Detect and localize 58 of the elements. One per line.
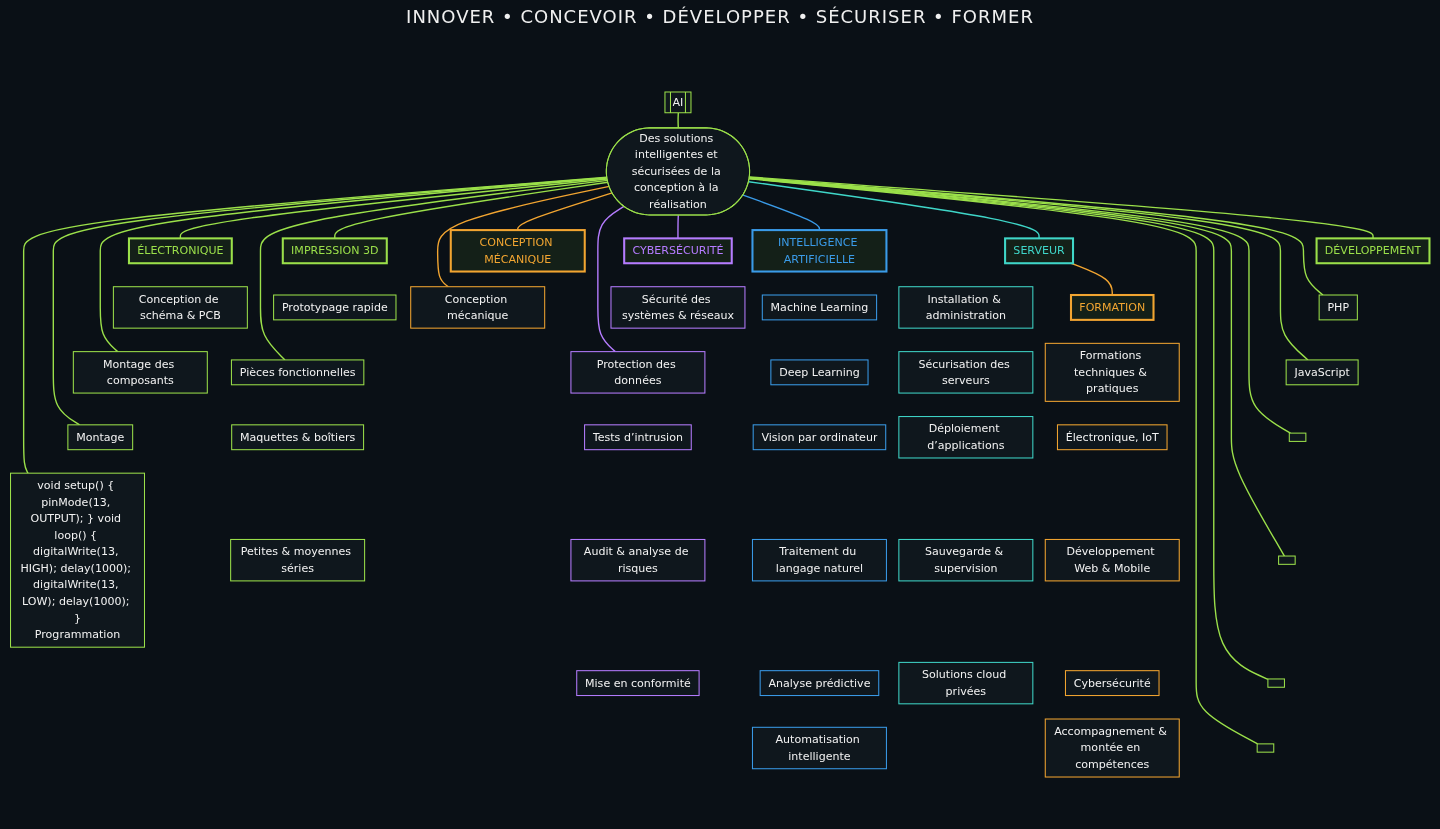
node-box [1256,743,1275,753]
connector [52,176,608,426]
node-box: Audit & analyse de risques [570,538,706,582]
node-box: Déploiement d’applications [898,416,1034,459]
node-box: Traitement du langage naturel [751,538,887,582]
node-box: Développement Web & Mobile [1044,538,1180,582]
node-box: Pièces fonctionnelles [230,359,365,386]
node-box: Machine Learning [761,294,878,321]
node-box: Mise en conformité [576,670,700,697]
connector [748,176,1324,296]
node-box: Protection des données [570,351,706,394]
connector [748,177,1286,557]
node-box [1267,678,1285,688]
node-box: CYBERSÉCURITÉ [623,237,733,265]
node-box [1288,432,1307,442]
node-box: Vision par ordinateur [752,424,887,451]
node-box: Sécurité des systèmes & réseaux [610,286,746,329]
node-box: Prototypage rapide [273,294,397,321]
node-box: Électronique, IoT [1056,424,1168,451]
connector [748,177,1309,361]
node-box: DÉVELOPPEMENT [1315,237,1431,265]
node-box: Conception mécanique [410,286,546,329]
node-box: void setup() { pinMode(13, OUTPUT); } void loop() { digitalWrite(13, HIGH); delay(1000); digitalWrite(13, LOW); delay(1000); } Programmation [10,472,145,648]
node-box: Formations techniques & pratiques [1044,342,1180,402]
connector [677,112,679,129]
node-box: Deep Learning [770,359,869,386]
node-box: Montage des composants [72,351,208,394]
node-box: FORMATION [1069,293,1155,321]
node-box [1278,555,1296,565]
connector [517,192,613,231]
node-box: Sécurisation des serveurs [898,351,1034,394]
node-box: INTELLIGENCE ARTIFICIELLE [751,229,888,273]
node-box: Tests d’intrusion [584,424,692,451]
connector [742,194,821,231]
node-box: Sauvegarde & supervision [898,538,1034,582]
node-box: Installation & administration [898,286,1034,329]
connector [22,176,608,474]
node-box: Montage [67,424,134,451]
tagline-text: INNOVER • CONCEVOIR • DÉVELOPPER • SÉCURISER • FORMER [406,6,1034,27]
node-box: Petites & moyennes séries [230,538,366,582]
node-box: Analyse prédictive [759,670,880,697]
node-box: SERVEUR [1004,237,1075,265]
node-box: IMPRESSION 3D [281,237,388,265]
node-box: ÉLECTRONIQUE [127,237,233,265]
node-box: CONCEPTION MÉCANIQUE [449,229,586,273]
connector [259,179,609,361]
node-box: Conception de schéma & PCB [112,286,248,329]
connector [99,177,608,353]
connector [597,205,625,353]
node-box: Maquettes & boîtiers [231,424,365,451]
connector [436,185,610,288]
node-box: Accompagnement & montée en compétences [1044,718,1180,778]
node-box: Solutions cloud privées [898,661,1034,705]
node-box: Automatisation intelligente [751,726,887,770]
node-box: Cybersécurité [1064,670,1160,697]
node-box: JavaScript [1285,359,1359,386]
node-box: PHP [1318,294,1358,321]
connector [748,177,1292,434]
